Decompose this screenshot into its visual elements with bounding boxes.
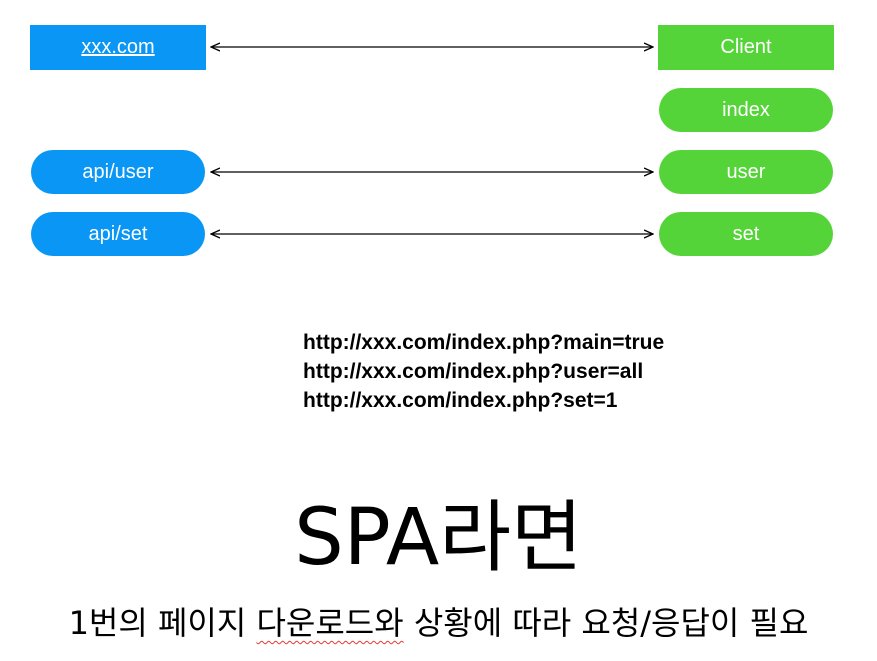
- api-user-box: api/user: [31, 150, 205, 194]
- client-set-label: set: [732, 222, 760, 245]
- server-domain-link[interactable]: xxx.com: [81, 36, 155, 58]
- client-index-label: index: [722, 98, 770, 121]
- server-domain-box: xxx.com: [30, 25, 206, 70]
- subtitle-part-1: 1번의 페이지: [68, 604, 257, 642]
- url-list: http://xxx.com/index.php?main=true http:…: [303, 328, 664, 415]
- url-main: http://xxx.com/index.php?main=true: [303, 331, 665, 354]
- url-user: http://xxx.com/index.php?user=all: [303, 360, 644, 383]
- url-set: http://xxx.com/index.php?set=1: [303, 389, 618, 412]
- subtitle-part-2: 상황에 따라 요청/응답이 필요: [403, 604, 809, 642]
- client-box: Client: [658, 25, 834, 70]
- client-user-label: user: [726, 160, 766, 183]
- client-set-box: set: [659, 212, 833, 256]
- slide-subtitle: 1번의 페이지 다운로드와 상황에 따라 요청/응답이 필요: [0, 598, 877, 644]
- client-index-box: index: [659, 88, 833, 132]
- client-user-box: user: [659, 150, 833, 194]
- subtitle-spellcheck-word: 다운로드와: [256, 604, 404, 642]
- api-user-label: api/user: [82, 160, 154, 183]
- api-set-label: api/set: [88, 222, 148, 245]
- client-label: Client: [720, 36, 772, 58]
- api-set-box: api/set: [31, 212, 205, 256]
- slide-title: SPA라면: [294, 493, 583, 583]
